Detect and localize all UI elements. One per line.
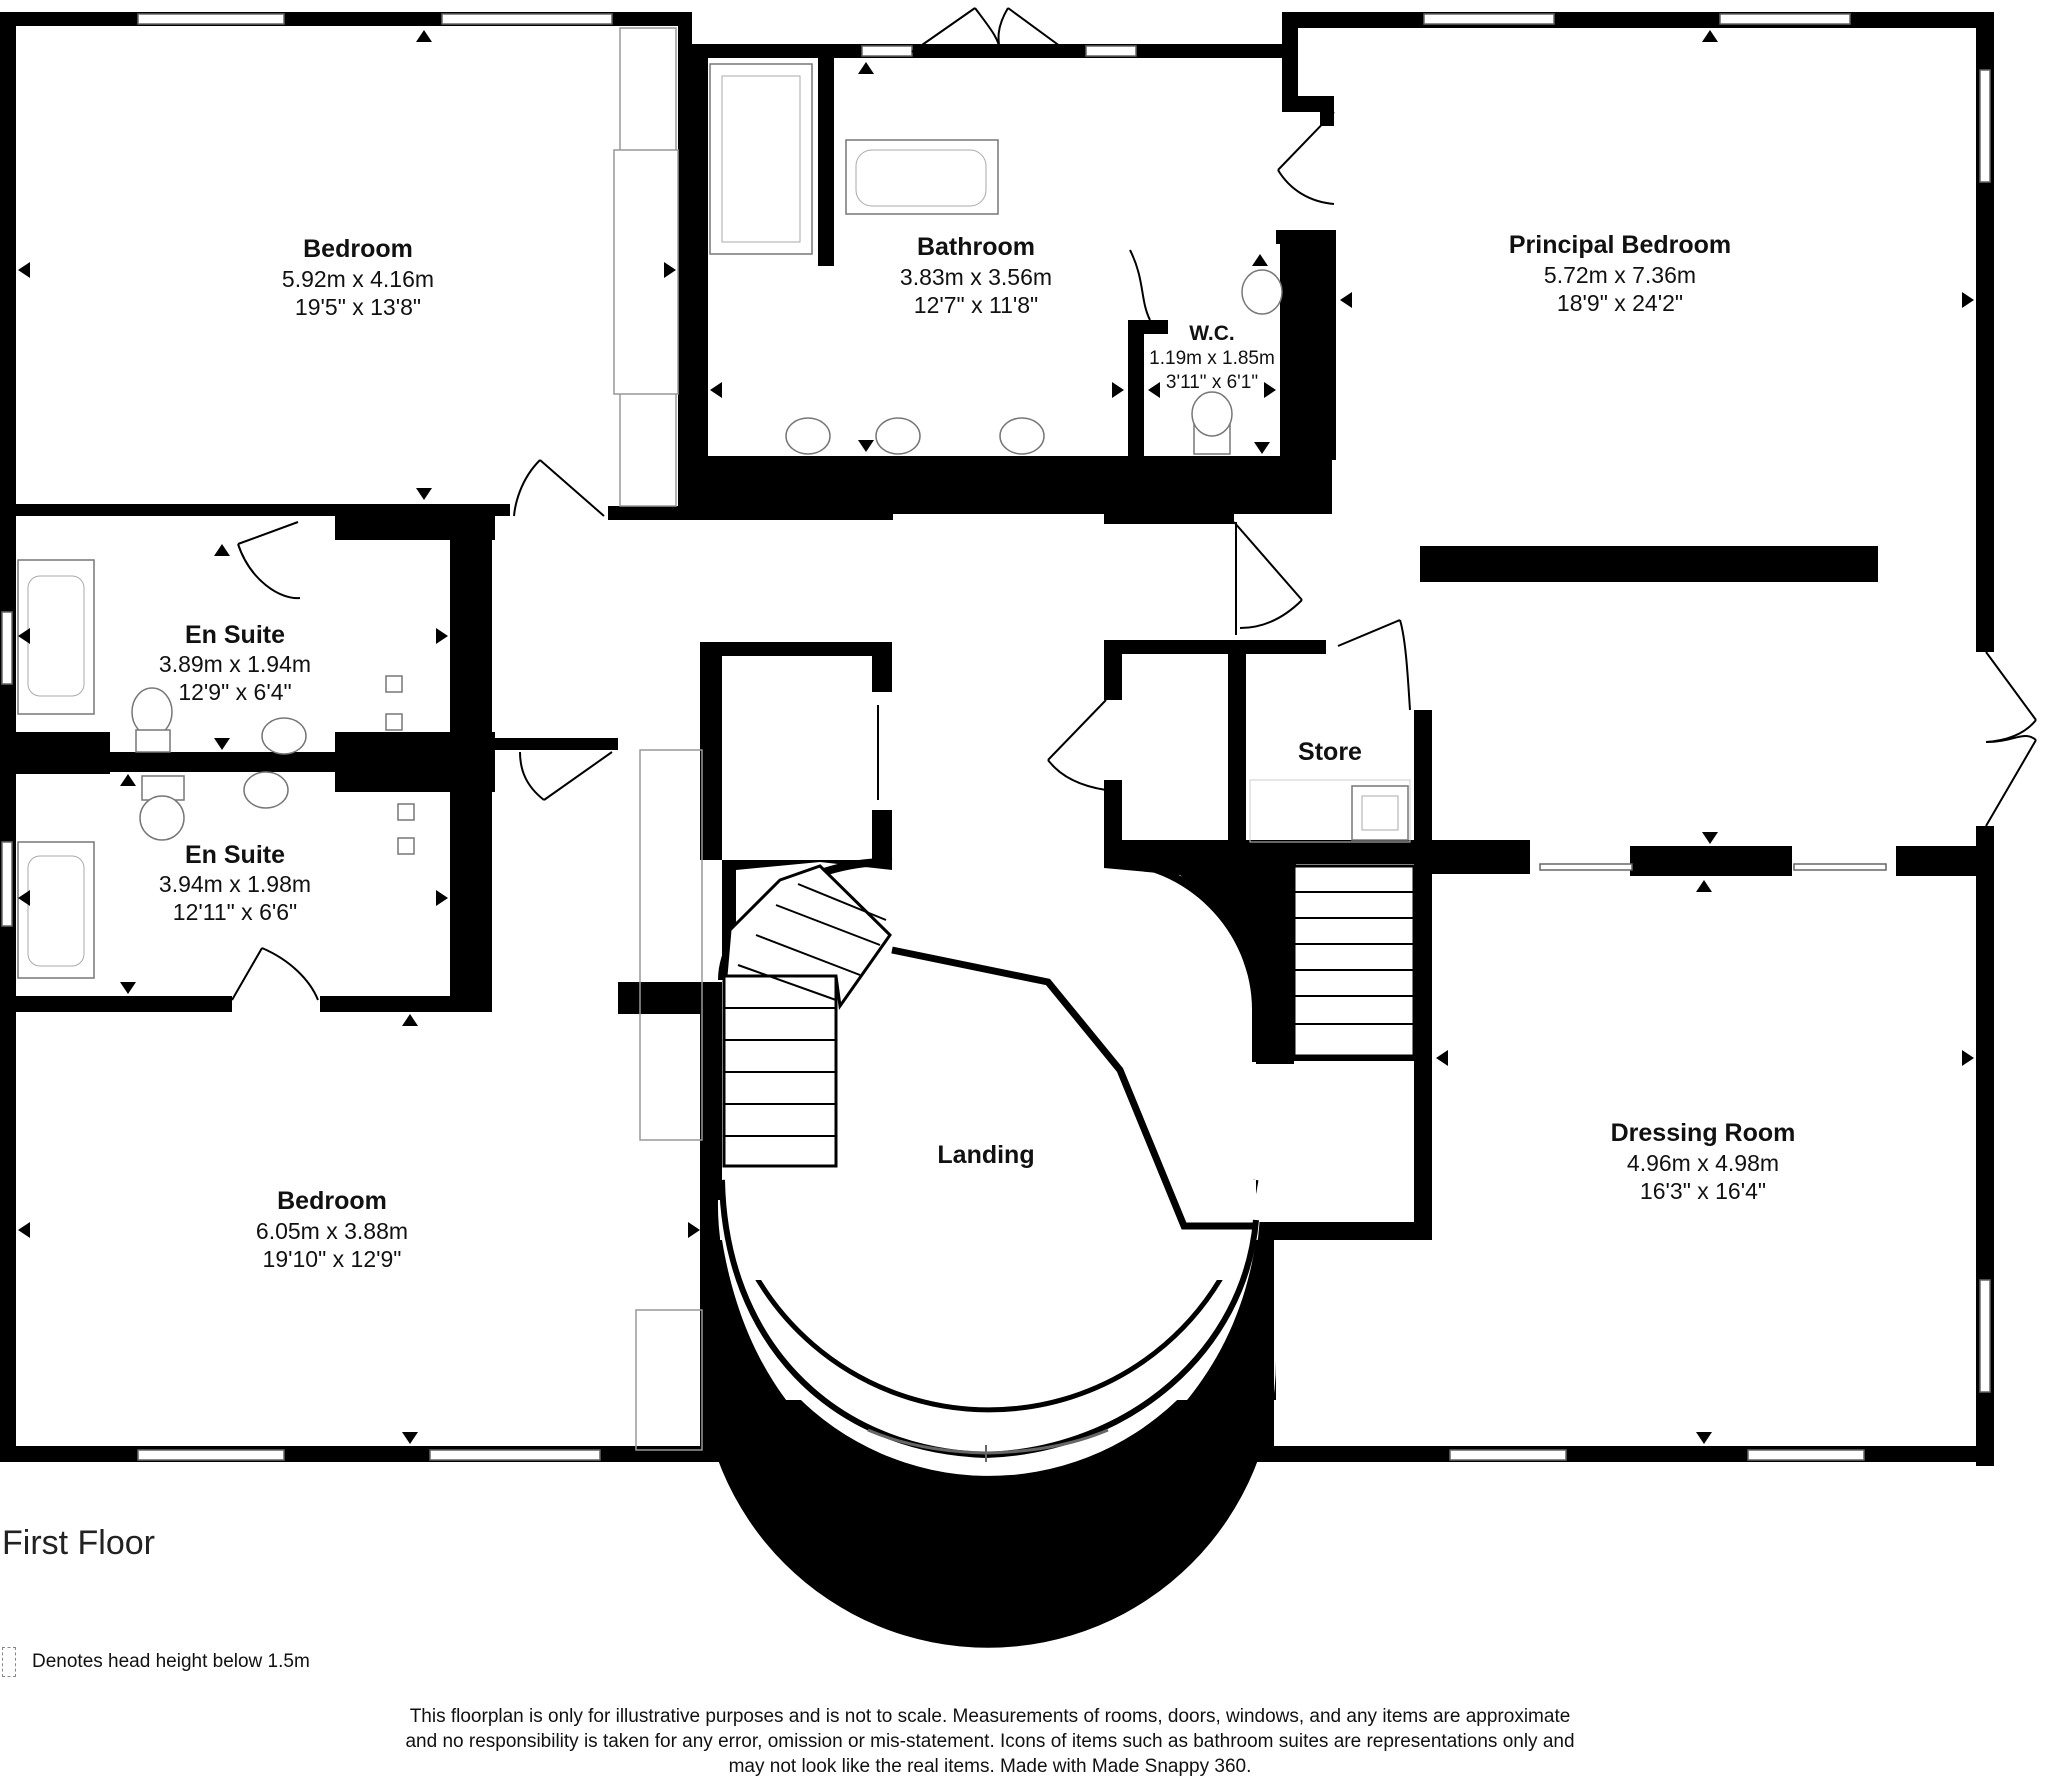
room-imperial: 19'10" x 12'9": [263, 1246, 402, 1272]
room-name: Bedroom: [303, 235, 413, 263]
room-dressing-room: Dressing Room 4.96m x 4.98m 16'3" x 16'4…: [1611, 1119, 1796, 1204]
room-metric: 1.19m x 1.85m: [1149, 348, 1275, 369]
room-name: W.C.: [1189, 322, 1235, 345]
room-metric: 3.83m x 3.56m: [900, 264, 1052, 290]
disclaimer-line: may not look like the real items. Made w…: [728, 1756, 1252, 1777]
room-bathroom: Bathroom 3.83m x 3.56m 12'7" x 11'8": [900, 233, 1052, 318]
floor-label: First Floor: [2, 1524, 155, 1562]
room-name: Bedroom: [277, 1187, 387, 1215]
room-metric: 4.96m x 4.98m: [1627, 1150, 1779, 1176]
dimension-arrows: [18, 30, 1974, 1444]
room-imperial: 18'9" x 24'2": [1557, 290, 1683, 316]
wardrobes: [613, 27, 1411, 1451]
room-en-suite-1: En Suite 3.89m x 1.94m 12'9" x 6'4": [159, 621, 311, 705]
room-name: En Suite: [185, 621, 285, 649]
fixtures: [17, 63, 1878, 979]
head-height-swatch: [2, 1647, 16, 1677]
room-imperial: 19'5" x 13'8": [295, 294, 421, 320]
windows: [1, 13, 1991, 1461]
legend: Denotes head height below 1.5m: [0, 1647, 310, 1677]
stairs-left: [722, 864, 892, 1168]
room-name: Principal Bedroom: [1509, 231, 1731, 259]
room-imperial: 12'9" x 6'4": [178, 679, 291, 705]
room-wc: W.C. 1.19m x 1.85m 3'11" x 6'1": [1149, 322, 1275, 393]
doors: [231, 7, 2037, 1001]
room-en-suite-2: En Suite 3.94m x 1.98m 12'11" x 6'6": [159, 841, 311, 925]
room-metric: 3.94m x 1.98m: [159, 871, 311, 897]
room-bedroom-1: Bedroom 5.92m x 4.16m 19'5" x 13'8": [282, 235, 434, 320]
room-principal-bedroom: Principal Bedroom 5.72m x 7.36m 18'9" x …: [1509, 231, 1731, 316]
room-name: En Suite: [185, 841, 285, 869]
room-name: Landing: [937, 1141, 1034, 1169]
room-metric: 6.05m x 3.88m: [256, 1218, 408, 1244]
room-name: Store: [1298, 738, 1362, 766]
room-imperial: 16'3" x 16'4": [1640, 1178, 1766, 1204]
room-landing: Landing: [937, 1141, 1034, 1169]
room-name: Dressing Room: [1611, 1119, 1796, 1147]
room-metric: 5.72m x 7.36m: [1544, 262, 1696, 288]
room-bedroom-2: Bedroom 6.05m x 3.88m 19'10" x 12'9": [256, 1187, 408, 1272]
stairs-right: [1292, 864, 1416, 1058]
disclaimer-line: This floorplan is only for illustrative …: [409, 1706, 1571, 1727]
room-imperial: 12'11" x 6'6": [173, 899, 297, 925]
room-imperial: 12'7" x 11'8": [914, 292, 1038, 318]
room-store: Store: [1298, 738, 1362, 766]
disclaimer-line: and no responsibility is taken for any e…: [405, 1731, 1575, 1752]
disclaimer: This floorplan is only for illustrative …: [300, 1704, 1680, 1779]
room-metric: 5.92m x 4.16m: [282, 266, 434, 292]
room-name: Bathroom: [917, 233, 1035, 261]
room-imperial: 3'11" x 6'1": [1166, 372, 1258, 393]
legend-text: Denotes head height below 1.5m: [32, 1651, 310, 1672]
room-metric: 3.89m x 1.94m: [159, 651, 311, 677]
